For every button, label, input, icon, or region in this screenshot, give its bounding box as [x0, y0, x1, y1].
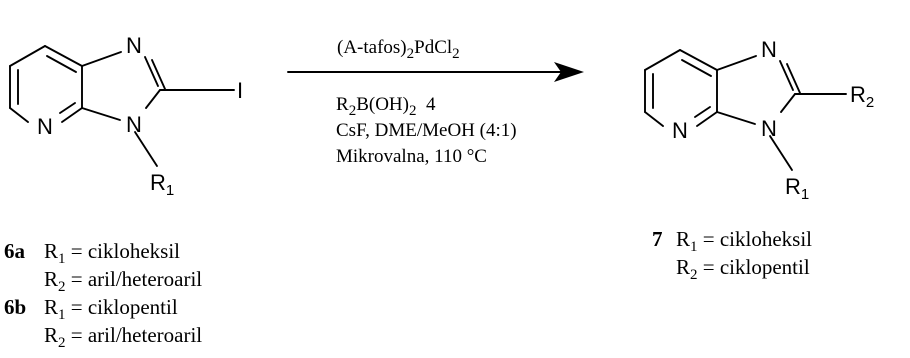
subscript: 2 [349, 103, 357, 119]
reaction-arrow [287, 62, 584, 82]
text-part: PdCl [414, 37, 452, 58]
subscript: 1 [58, 251, 66, 267]
atom-label: N [761, 37, 777, 62]
atom-subscript: 1 [166, 182, 174, 199]
atom-label: I [237, 78, 243, 103]
value: = aril/heteroaril [66, 323, 203, 347]
symbol: R [44, 239, 58, 263]
symbol: R [676, 255, 690, 279]
bond [769, 135, 793, 171]
bond [59, 102, 76, 114]
subscript: 2 [407, 46, 415, 62]
atom-label: R2 [850, 82, 874, 111]
symbol: R [44, 295, 58, 319]
atom-symbol: R [785, 174, 801, 199]
base-solvent-label: CsF, DME/MeOH (4:1) [336, 120, 517, 141]
catalyst-label: (A-tafos)2PdCl2 [337, 37, 460, 62]
bond [716, 111, 756, 125]
atom-symbol: R [850, 82, 866, 107]
subscript: 2 [58, 279, 66, 295]
bond [786, 63, 801, 94]
value: = aril/heteroaril [66, 267, 203, 291]
atom-label: N [672, 118, 688, 143]
bond [46, 55, 77, 73]
reaction-conditions: (A-tafos)2PdCl2 R2B(OH)2 4 CsF, DME/MeOH… [336, 37, 517, 167]
subscript: 2 [409, 103, 417, 119]
value: = cikloheksil [66, 239, 181, 263]
substituent-definition: R2 = ciklopentil [676, 255, 810, 283]
atom-symbol: R [150, 170, 166, 195]
bond [679, 49, 718, 71]
legend-reactants: 6a R1 = cikloheksil R2 = aril/heteroaril… [4, 239, 202, 351]
atom-label: N [126, 33, 142, 58]
bond [44, 45, 83, 67]
compound-number: 7 [652, 227, 663, 251]
reactant-structure: N N N I R1 [9, 33, 243, 199]
bond [780, 93, 796, 113]
bond [61, 107, 83, 123]
subscript: 2 [690, 267, 698, 283]
bond [151, 59, 166, 90]
bond [696, 111, 718, 127]
bond [644, 49, 681, 71]
compound-number: 6b [4, 295, 26, 319]
bond [134, 131, 158, 167]
subscript: 1 [690, 239, 698, 255]
value: = cikloheksil [698, 227, 813, 251]
subscript: 2 [452, 46, 460, 62]
text-part: B(OH) [356, 94, 409, 115]
value: = ciklopentil [66, 295, 178, 319]
bond [81, 107, 121, 121]
symbol: R [44, 267, 58, 291]
bond [144, 56, 159, 87]
bond [9, 107, 29, 123]
atom-subscript: 2 [866, 94, 874, 111]
compound-number: 6a [4, 239, 26, 263]
heating-label: Mikrovalna, 110 °C [336, 146, 487, 167]
atom-label: R1 [785, 174, 809, 203]
bond [716, 55, 757, 71]
symbol: R [44, 323, 58, 347]
bond [81, 51, 122, 67]
bond [145, 89, 161, 109]
atom-label: N [126, 112, 142, 137]
subscript: 2 [58, 335, 66, 351]
legend-product: 7 R1 = cikloheksil R2 = ciklopentil [652, 227, 812, 283]
atom-label: N [761, 116, 777, 141]
product-structure: N N N R2 R1 [644, 37, 874, 203]
substituent-definition: R1 = cikloheksil [676, 227, 812, 255]
substituent-definition: R2 = aril/heteroaril [44, 267, 202, 295]
text-part: 4 [416, 94, 436, 115]
subscript: 1 [58, 307, 66, 323]
text-part: (A-tafos) [337, 37, 407, 58]
atom-label: R1 [150, 170, 174, 199]
substituent-definition: R1 = cikloheksil [44, 239, 180, 267]
reagent-label: R2B(OH)2 4 [336, 94, 436, 119]
bond [779, 60, 794, 91]
substituent-definition: R2 = aril/heteroaril [44, 323, 202, 351]
value: = ciklopentil [698, 255, 810, 279]
substituent-definition: R1 = ciklopentil [44, 295, 178, 323]
symbol: R [676, 227, 690, 251]
bond [644, 111, 664, 127]
bond [681, 59, 712, 77]
atom-label: N [37, 114, 53, 139]
bond [9, 45, 46, 67]
text-part: R [336, 94, 349, 115]
arrow-head [554, 62, 584, 82]
bond [694, 106, 711, 118]
atom-subscript: 1 [801, 186, 809, 203]
